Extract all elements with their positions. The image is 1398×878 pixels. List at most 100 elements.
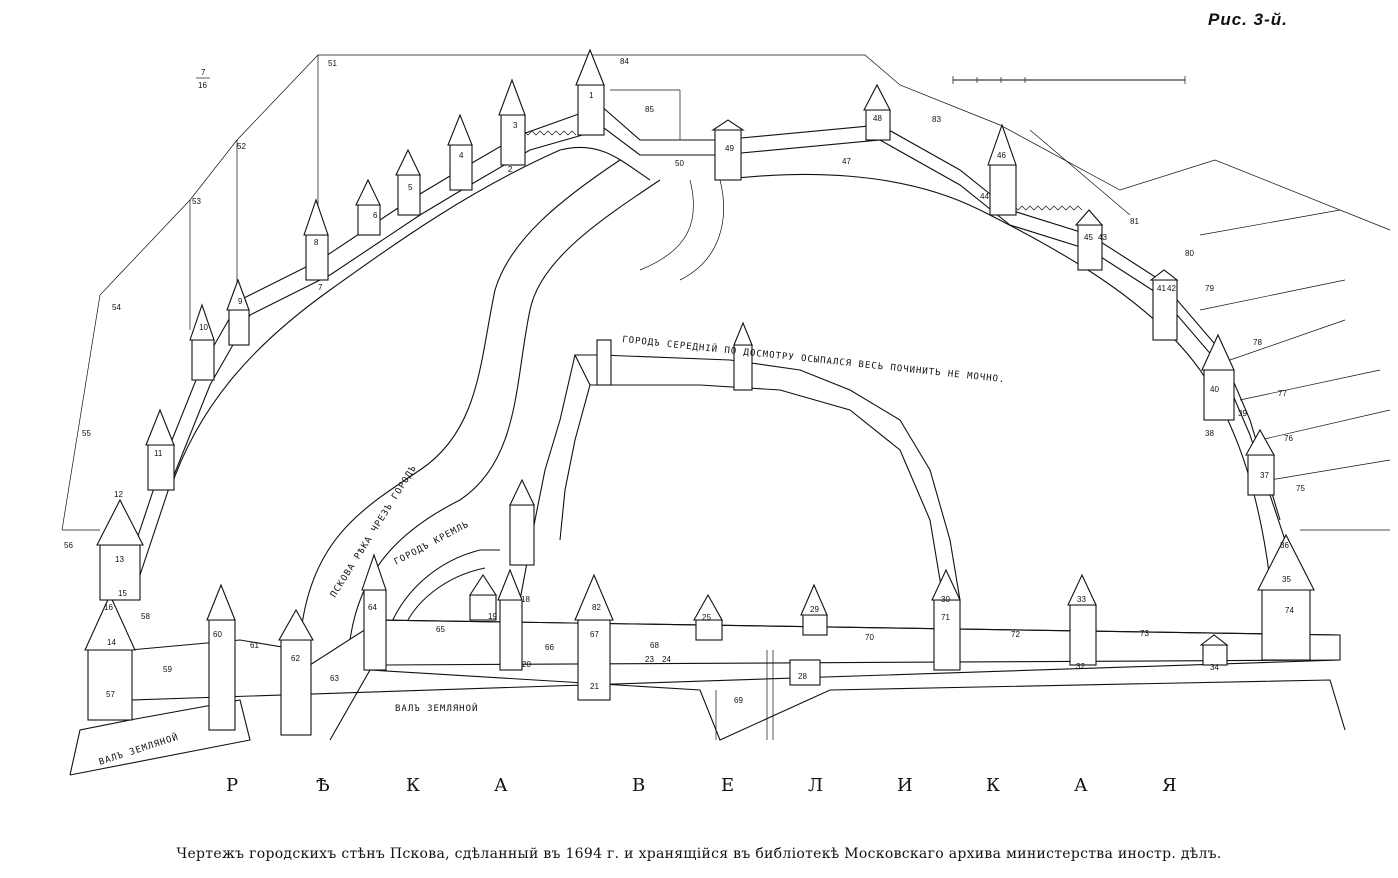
num-65: 65 (436, 625, 445, 634)
tower-49 (711, 119, 745, 181)
tower-1 (575, 48, 605, 136)
num-39: 39 (1238, 409, 1247, 418)
num-29: 29 (810, 605, 819, 614)
num-68: 68 (650, 641, 659, 650)
num-83: 83 (932, 115, 941, 124)
tower-29 (800, 583, 828, 636)
num-53: 53 (192, 197, 201, 206)
val-left-inscription: ВАЛЪ ЗЕМЛЯНОЙ (97, 731, 180, 768)
num-14: 14 (107, 638, 116, 647)
num-52: 52 (237, 142, 246, 151)
tower-37 (1245, 428, 1275, 496)
num-1: 1 (589, 91, 594, 100)
river-letter: В (632, 775, 645, 796)
pskova-river (299, 159, 724, 641)
tower-13 (96, 498, 144, 601)
num-78: 78 (1253, 338, 1262, 347)
river-letter: Е (721, 775, 734, 796)
num-8: 8 (314, 238, 319, 247)
tower-10 (189, 303, 215, 381)
num-60: 60 (213, 630, 222, 639)
num-3: 3 (513, 121, 518, 130)
river-letter: А (494, 775, 508, 796)
num-46: 46 (997, 151, 1006, 160)
num-48: 48 (873, 114, 882, 123)
scale-fraction: 7 16 (196, 68, 210, 90)
num-35: 35 (1282, 575, 1291, 584)
tower-11 (145, 408, 175, 491)
river-letter: Ѣ (316, 775, 330, 796)
num-56: 56 (64, 541, 73, 550)
num-41: 41 (1157, 284, 1166, 293)
num-45: 45 (1084, 233, 1093, 242)
num-20: 20 (522, 660, 531, 669)
num-64: 64 (368, 603, 377, 612)
river-letter: Р (226, 775, 238, 796)
num-67: 67 (590, 630, 599, 639)
num-61: 61 (250, 641, 259, 650)
tower-4 (447, 113, 473, 191)
tower-18 (497, 568, 523, 671)
num-76: 76 (1284, 434, 1293, 443)
tower-74 (1257, 533, 1315, 661)
towers (84, 48, 1315, 736)
river-letter: К (406, 775, 420, 796)
num-47: 47 (842, 157, 851, 166)
num-84: 84 (620, 57, 629, 66)
tower-33 (1067, 573, 1097, 666)
num-50: 50 (675, 159, 684, 168)
num-34: 34 (1210, 663, 1219, 672)
velikaya-river-letters: Р Ѣ К А В Е Л И К А Я (226, 775, 1177, 796)
num-82: 82 (592, 603, 601, 612)
num-2: 2 (508, 165, 513, 174)
tower-57 (84, 593, 136, 721)
tower-41 (1149, 269, 1179, 341)
num-9: 9 (238, 297, 243, 306)
num-63: 63 (330, 674, 339, 683)
tower-64 (361, 553, 387, 671)
num-62: 62 (291, 654, 300, 663)
num-13: 13 (115, 555, 124, 564)
tower-5 (395, 148, 421, 216)
num-57: 57 (106, 690, 115, 699)
num-77: 77 (1278, 389, 1287, 398)
num-74: 74 (1285, 606, 1294, 615)
plot-lines (61, 54, 1391, 531)
outer-wall (129, 104, 1286, 581)
num-72: 72 (1011, 630, 1020, 639)
num-32: 32 (1076, 662, 1085, 671)
num-75: 75 (1296, 484, 1305, 493)
num-55: 55 (82, 429, 91, 438)
num-43: 44 (980, 192, 989, 201)
num-15: 15 (118, 589, 127, 598)
tower-8 (303, 198, 329, 281)
scale-denominator: 16 (198, 81, 207, 90)
river-letter: Я (1162, 775, 1177, 796)
tower-46 (987, 123, 1017, 216)
val-center-inscription: ВАЛЪ ЗЕМЛЯНОЙ (395, 702, 478, 714)
num-4: 4 (459, 151, 464, 160)
tower-45 (1074, 209, 1104, 271)
tower-9 (226, 278, 250, 346)
num-81: 81 (1130, 217, 1139, 226)
figure-label: Рис. 3-й. (1208, 10, 1288, 29)
num-80: 80 (1185, 249, 1194, 258)
num-85: 85 (645, 105, 654, 114)
num-24: 24 (662, 655, 671, 664)
tower-62 (278, 608, 314, 736)
num-40: 40 (1210, 385, 1219, 394)
figure-caption: Чертежъ городскихъ стѣнъ Пскова, сдѣланн… (176, 846, 1222, 862)
tower-60 (206, 583, 236, 731)
num-71: 71 (941, 613, 950, 622)
tower-3 (498, 78, 526, 166)
tower-34 (1199, 634, 1229, 666)
river-letter: А (1074, 775, 1088, 796)
num-36: 36 (1280, 541, 1289, 550)
river-letter: Л (808, 775, 823, 796)
num-10: 10 (199, 323, 208, 332)
num-69: 69 (734, 696, 743, 705)
num-38: 38 (1205, 429, 1214, 438)
num-58: 58 (141, 612, 150, 621)
scale-bar (952, 76, 1186, 84)
